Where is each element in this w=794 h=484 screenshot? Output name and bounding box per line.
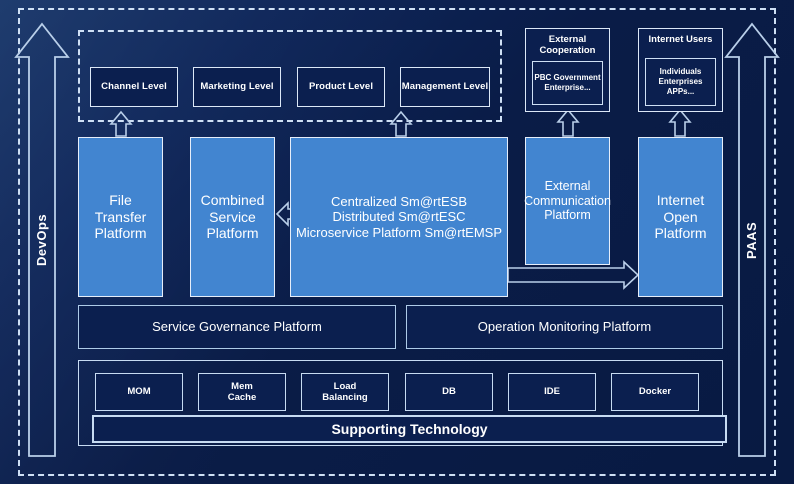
- tech-docker[interactable]: Docker: [611, 373, 699, 411]
- platform-centralized-esb[interactable]: Centralized Sm@rtESB Distributed Sm@rtES…: [290, 137, 508, 297]
- devops-arrow-icon: [14, 22, 70, 457]
- arrow-right-open-platform-icon: [507, 260, 640, 290]
- internet-users-title: Internet Users: [648, 34, 713, 45]
- internet-users-note: Individuals Enterprises APPs...: [645, 58, 716, 106]
- platform-combined-service-line3: Platform: [206, 225, 259, 242]
- platform-external-communication[interactable]: External Communication Platform: [524, 137, 611, 265]
- arrow-up-internet-users-icon: [668, 108, 692, 137]
- tech-mem-cache-line2: Cache: [227, 392, 257, 403]
- business-level-management[interactable]: Management Level: [400, 67, 490, 107]
- tech-mom[interactable]: MOM: [95, 373, 183, 411]
- internet-users-note-line2: Enterprises: [658, 77, 703, 86]
- tech-ide[interactable]: IDE: [508, 373, 596, 411]
- tech-mem-cache[interactable]: Mem Cache: [198, 373, 286, 411]
- platform-centralized-esb-line2: Distributed Sm@rtESC: [332, 209, 466, 225]
- external-cooperation-note-line2: Enterprise...: [544, 83, 591, 92]
- external-cooperation-title: External Cooperation: [539, 34, 596, 57]
- platform-centralized-esb-line1: Centralized Sm@rtESB: [330, 194, 468, 209]
- supporting-technology-frame: [78, 360, 723, 446]
- arrow-up-channel-icon: [109, 110, 133, 137]
- internet-users-note-line3: APPs...: [666, 87, 695, 96]
- band-service-governance[interactable]: Service Governance Platform: [78, 305, 396, 349]
- platform-combined-service-line2: Service: [209, 208, 256, 225]
- tech-mem-cache-line1: Mem: [231, 380, 253, 392]
- platform-internet-open[interactable]: Internet Open Platform: [638, 137, 723, 297]
- platform-file-transfer[interactable]: File Transfer Platform: [78, 137, 163, 297]
- tech-load-balancing[interactable]: Load Balancing: [301, 373, 389, 411]
- platform-internet-open-line1: Internet: [656, 192, 705, 209]
- tech-load-balancing-line1: Load: [333, 380, 357, 392]
- platform-internet-open-line3: Platform: [654, 225, 707, 242]
- external-cooperation-note-line1: PBC Government: [534, 73, 601, 82]
- platform-external-communication-line2: Communication: [524, 193, 611, 208]
- supporting-technology-title[interactable]: Supporting Technology: [92, 415, 727, 443]
- business-level-marketing[interactable]: Marketing Level: [193, 67, 281, 107]
- platform-centralized-esb-line3: Microservice Platform Sm@rtEMSP: [295, 224, 503, 240]
- paas-arrow-icon: [724, 22, 780, 457]
- arrow-up-management-icon: [389, 110, 413, 137]
- platform-external-communication-line1: External: [544, 178, 591, 193]
- platform-file-transfer-line2: Transfer: [94, 208, 147, 225]
- platform-combined-service-line1: Combined: [200, 192, 265, 209]
- band-operation-monitoring[interactable]: Operation Monitoring Platform: [406, 305, 723, 349]
- external-cooperation-note: PBC Government Enterprise...: [532, 61, 603, 105]
- outer-dashed-frame: [18, 8, 776, 476]
- platform-file-transfer-line3: Platform: [94, 225, 147, 242]
- side-label-devops: DevOps: [34, 213, 49, 267]
- platform-file-transfer-line1: File: [109, 192, 132, 209]
- tech-load-balancing-line2: Balancing: [322, 392, 368, 403]
- platform-external-communication-line3: Platform: [544, 208, 591, 223]
- platform-internet-open-line2: Open: [663, 208, 698, 225]
- side-label-paas: PAAS: [744, 221, 759, 259]
- internet-users-note-line1: Individuals: [659, 67, 702, 76]
- business-level-channel[interactable]: Channel Level: [90, 67, 178, 107]
- tech-db[interactable]: DB: [405, 373, 493, 411]
- business-levels-dashed-frame: [78, 30, 502, 122]
- platform-combined-service[interactable]: Combined Service Platform: [190, 137, 275, 297]
- arrow-up-external-cooperation-icon: [556, 108, 580, 137]
- business-level-product[interactable]: Product Level: [297, 67, 385, 107]
